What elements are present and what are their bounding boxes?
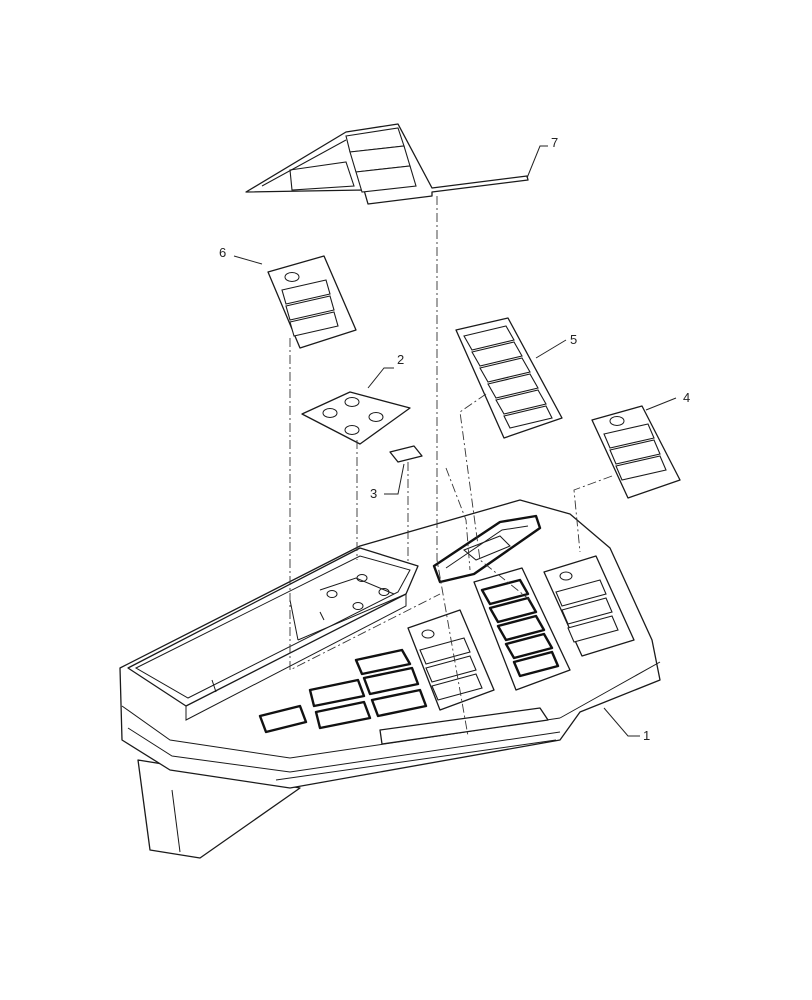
part-6-decal bbox=[267, 255, 357, 349]
callout-7: 7 bbox=[551, 135, 558, 150]
callout-1: 1 bbox=[643, 728, 650, 743]
callout-6: 6 bbox=[219, 245, 226, 260]
part-1-console bbox=[119, 499, 661, 859]
part-3-tag bbox=[389, 445, 423, 463]
callout-2: 2 bbox=[397, 352, 404, 367]
callout-4: 4 bbox=[683, 390, 690, 405]
part-2-plate bbox=[301, 391, 411, 445]
part-4-decal bbox=[591, 405, 681, 499]
part-5-decal bbox=[455, 317, 563, 439]
callout-3: 3 bbox=[370, 486, 377, 501]
callout-5: 5 bbox=[570, 332, 577, 347]
part-7-decal-strip bbox=[245, 123, 529, 205]
callout-leaders bbox=[233, 145, 677, 737]
assembly-lines bbox=[289, 196, 613, 737]
